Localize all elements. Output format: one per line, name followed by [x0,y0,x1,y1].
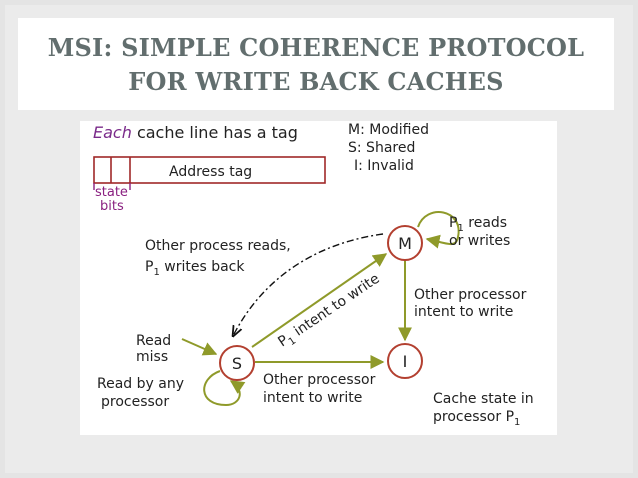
address-tag-label: Address tag [169,164,252,180]
title-band [18,18,614,110]
legend-shared: S: Shared [348,140,415,156]
other-process-reads-label: Other process reads, [145,238,291,254]
read-miss-label-2: miss [136,349,168,365]
p1-reads-label: P1 reads [449,215,507,234]
state-s-circle [219,345,255,381]
read-by-any-label-1: Read by any [97,376,184,392]
state-m-label: M [398,234,412,253]
address-tag-box [93,156,326,184]
read-miss-label-1: Read [136,333,171,349]
cache-state-label-2: processor P1 [433,409,520,428]
m-self-loop-arrow [417,211,460,249]
cache-state-label-1: Cache state in [433,391,534,407]
header-each: Each [93,123,132,142]
s-self-loop-arrow [203,370,246,407]
msi-state-diagram: Each cache line has a tag M: Modified S:… [93,122,534,428]
slide-title-line-2: FOR WRITE BACK CACHES [128,67,504,96]
header-rest: cache line has a tag [132,123,298,142]
state-m-circle [387,225,423,261]
or-writes-label: or writes [449,233,510,249]
state-i-circle [387,343,423,379]
legend-invalid: I: Invalid [354,158,414,174]
read-by-any-label-2: processor [101,394,169,410]
m-to-s-writeback-arrow [233,233,384,336]
state-s-label: S [232,354,242,373]
s-to-i-label-2: intent to write [263,390,362,406]
s-to-m-arrow [251,253,388,348]
slide-title: MSI: SIMPLE COHERENCE PROTOCOL FOR WRITE… [18,31,614,99]
slide-title-line-1: MSI: SIMPLE COHERENCE PROTOCOL [47,33,585,62]
m-to-i-label-2: intent to write [414,304,513,320]
m-to-i-label-1: Other processor [414,287,527,303]
read-miss-arrow [181,338,218,356]
state-bits-label-1: state [95,185,128,200]
state-bits-label-2: bits [100,199,124,214]
p1-writes-back-label: P1 writes back [145,259,245,278]
p1-intent-to-write-label: P1 intent to write [275,271,384,353]
state-i-label: I [403,352,408,371]
header-text: Each cache line has a tag [93,123,298,142]
legend-modified: M: Modified [348,122,429,138]
msi-diagram-figure: Each cache line has a tag M: Modified S:… [80,121,557,435]
s-to-i-label-1: Other processor [263,372,376,388]
